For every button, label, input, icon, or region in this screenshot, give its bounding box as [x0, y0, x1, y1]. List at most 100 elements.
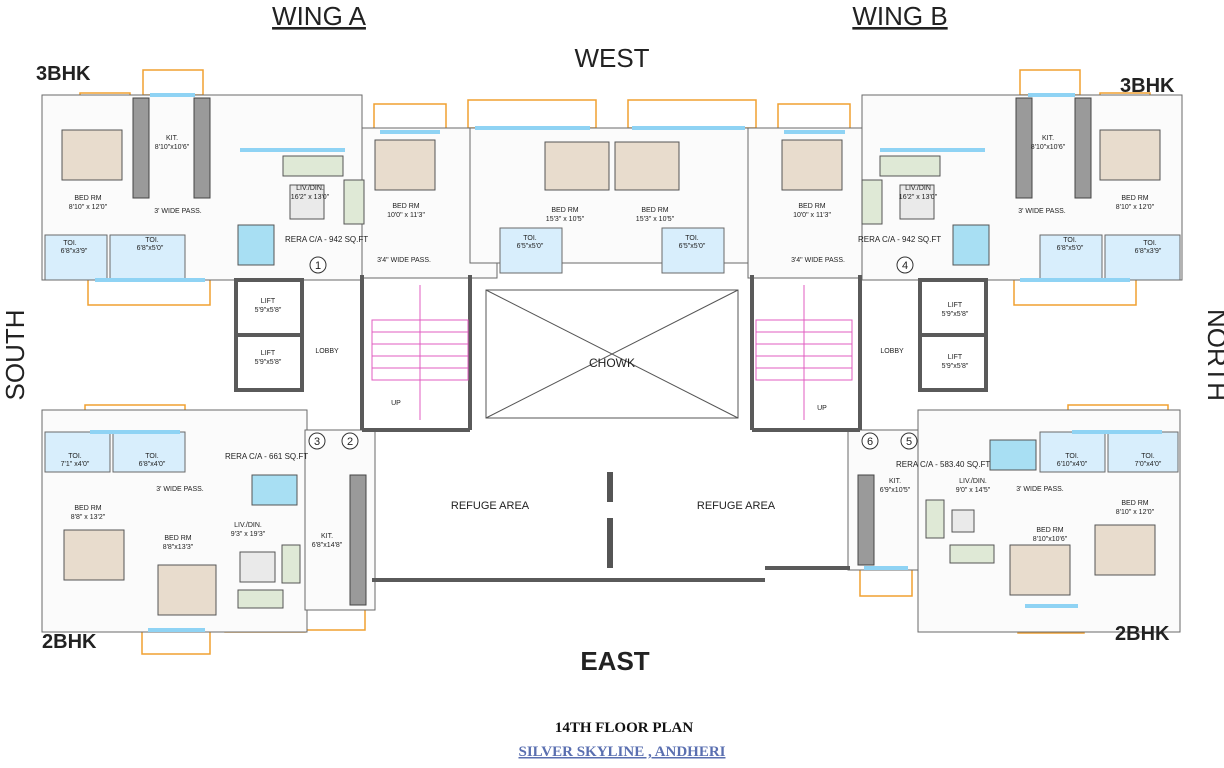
room-dim: 9'3" x 19'3" — [231, 531, 266, 538]
room-label: TOI. — [685, 235, 699, 242]
room-label: BED RM — [164, 535, 191, 542]
room-dim: 8'10"x10'6" — [155, 144, 190, 151]
room-label: TOI. — [1063, 237, 1077, 244]
room-dim: 6'5"x5'0" — [679, 243, 706, 250]
room-label: LIFT — [948, 354, 963, 361]
room-dim: 6'8"x5'0" — [1057, 245, 1084, 252]
room-label: BED RM — [641, 207, 668, 214]
room-dim: 8'10"x10'6" — [1033, 536, 1068, 543]
room-label: TOI. — [1143, 240, 1157, 247]
beds — [61, 129, 1161, 616]
room-dim: 8'8"x13'3" — [163, 544, 194, 551]
room-dim: 8'10"x10'6" — [1031, 144, 1066, 151]
flat-number: 2 — [347, 436, 353, 448]
flat-number-circle — [309, 256, 327, 274]
room-labels: KIT. 8'10"x10'6" BED RM 8'10" x 12'0" 3'… — [61, 135, 1162, 551]
room-label: KIT. — [166, 135, 178, 142]
room-label: LIV./DIN. — [959, 478, 987, 485]
flat-number: 4 — [902, 260, 908, 272]
flat-number-circle — [896, 256, 914, 274]
room-label: 3'4" WIDE PASS. — [377, 257, 431, 264]
room-label: LIFT — [261, 350, 276, 357]
staircases — [371, 285, 853, 420]
room-dim: 6'8"x5'0" — [137, 245, 164, 252]
refuge-area-b-label: REFUGE AREA — [697, 500, 776, 512]
room-label: LIV./DIN. — [296, 185, 324, 192]
unit-type-b-2bhk: 2BHK — [1115, 623, 1170, 645]
room-label: KIT. — [321, 533, 333, 540]
flat-number-circle — [900, 432, 918, 450]
room-label: TOI. — [63, 240, 77, 247]
room-dim: 8'10" x 12'0" — [1116, 204, 1155, 211]
room-dim: 5'9"x5'8" — [942, 311, 969, 318]
room-dim: 5'9"x5'8" — [255, 359, 282, 366]
room-label: LIFT — [948, 302, 963, 309]
room-label: 3' WIDE PASS. — [156, 486, 204, 493]
unit-type-a-3bhk: 3BHK — [36, 63, 91, 85]
kitchen-counters — [132, 97, 1092, 606]
chowk-label: CHOWK — [589, 356, 635, 370]
room-dim: 15'3" x 10'5" — [636, 216, 675, 223]
room-label: BED RM — [74, 505, 101, 512]
core-walls — [234, 275, 988, 582]
unit-type-a-2bhk: 2BHK — [42, 631, 97, 653]
room-dim: 16'2" x 13'0" — [291, 194, 330, 201]
unit-type-b-3bhk: 3BHK — [1120, 75, 1175, 97]
rera-b-3bhk: RERA C/A - 942 SQ.FT — [858, 235, 941, 244]
west-label: WEST — [574, 43, 649, 73]
toilets — [44, 227, 1181, 473]
south-label: SOUTH — [0, 310, 30, 401]
room-dim: 6'5"x5'0" — [517, 243, 544, 250]
chowk — [485, 289, 739, 419]
room-label: LIV./DIN — [905, 185, 931, 192]
room-label: BED RM — [392, 203, 419, 210]
room-label: LIFT — [261, 298, 276, 305]
room-label: UP — [817, 405, 827, 412]
room-dim: 6'8"x14'8" — [312, 542, 343, 549]
room-label: TOI. — [145, 237, 159, 244]
room-dim: 6'9"x10'5" — [880, 487, 911, 494]
room-label: TOI. — [1065, 453, 1079, 460]
room-label: LOBBY — [880, 348, 904, 355]
flat-number-circle — [308, 432, 326, 450]
room-label: TOI. — [1141, 453, 1155, 460]
room-label: LOBBY — [315, 348, 339, 355]
room-dim: 7'1" x4'0" — [61, 461, 90, 468]
plan-title: 14TH FLOOR PLAN — [555, 720, 694, 736]
room-dim: 6'8"x4'0" — [139, 461, 166, 468]
room-dim: 10'0" x 11'3" — [387, 212, 425, 219]
room-label: UP — [391, 400, 401, 407]
room-dim: 8'8" x 13'2" — [71, 514, 106, 521]
room-dim: 16'2" x 13'0" — [899, 194, 938, 201]
room-label: BED RM — [551, 207, 578, 214]
room-label: KIT. — [1042, 135, 1054, 142]
room-label: BED RM — [1121, 195, 1148, 202]
room-dim: 8'10" x 12'0" — [1116, 509, 1155, 516]
room-label: TOI. — [68, 453, 82, 460]
north-label: NORTH — [1202, 309, 1224, 401]
room-dim: 10'0" x 11'3" — [793, 212, 831, 219]
room-dim: 5'9"x5'8" — [942, 363, 969, 370]
room-dim: 6'8"x3'9" — [61, 248, 88, 255]
wing-b-heading: WING B — [852, 1, 947, 31]
room-label: TOI. — [145, 453, 159, 460]
room-label: KIT. — [889, 478, 901, 485]
room-dim: 8'10" x 12'0" — [69, 204, 108, 211]
project-name: SILVER SKYLINE , ANDHERI — [518, 744, 725, 760]
room-label: TOI. — [523, 235, 537, 242]
wing-a-heading: WING A — [272, 1, 367, 31]
living-furniture — [237, 155, 1037, 609]
rera-a-2bhk: RERA C/A - 661 SQ.FT — [225, 452, 308, 461]
room-label: BED RM — [798, 203, 825, 210]
room-dim: 6'8"x3'9" — [1135, 248, 1162, 255]
room-label: LIV./DIN. — [234, 522, 262, 529]
rera-b-2bhk: RERA C/A - 583.40 SQ.FT — [896, 460, 990, 469]
windows — [90, 93, 1162, 632]
room-label: BED RM — [1121, 500, 1148, 507]
room-dim: 5'9"x5'8" — [255, 307, 282, 314]
room-label: 3'4" WIDE PASS. — [791, 257, 845, 264]
flat-number-circle — [861, 432, 879, 450]
room-label: BED RM — [74, 195, 101, 202]
room-dim: 9'0" x 14'5" — [956, 487, 991, 494]
